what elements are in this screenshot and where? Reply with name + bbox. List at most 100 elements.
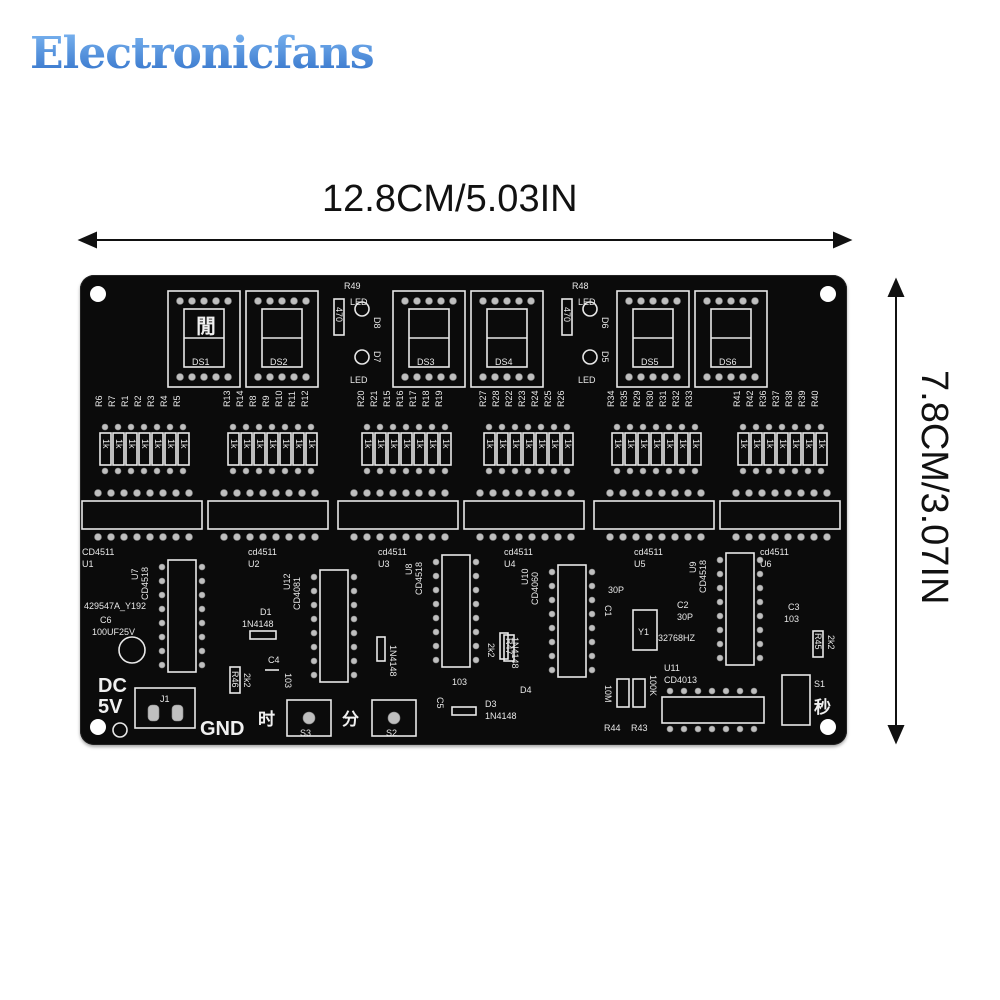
pin-pad [432, 600, 440, 608]
pin-pad [432, 656, 440, 664]
resistor-value: 1k [791, 439, 801, 449]
resistor-value: 1k [294, 439, 304, 449]
ic-outline [441, 554, 471, 668]
pin-pad [745, 533, 753, 541]
resistor-outline [164, 432, 177, 466]
resistor-value: 1k [428, 439, 438, 449]
resistor-value: 1k [765, 439, 775, 449]
pin-pad [548, 638, 556, 646]
resistor-value: 1k [363, 439, 373, 449]
pin-pad [528, 489, 536, 497]
resistor-ref: R10 [274, 390, 284, 407]
resistor-value: 1k [511, 439, 521, 449]
display-label: DS2 [270, 357, 288, 367]
pin-pad [716, 640, 724, 648]
pin-pad [771, 489, 779, 497]
pin-pad [502, 533, 510, 541]
button-s2-cap [387, 711, 401, 725]
diode-d2-part: 1N4148 [388, 645, 398, 677]
pin-pad [791, 467, 799, 475]
pin-pad [645, 533, 653, 541]
resistor-outline [624, 432, 637, 466]
mounting-hole [90, 286, 106, 302]
resistor-outline [676, 432, 689, 466]
pin-pad [472, 572, 480, 580]
pin-pad [658, 489, 666, 497]
pin-pad [472, 628, 480, 636]
pin-pad [254, 373, 262, 381]
pin-pad [637, 297, 645, 305]
led-label: LED [578, 297, 596, 307]
pin-pad [697, 489, 705, 497]
pin-pad [415, 423, 423, 431]
resistor-value: 1k [613, 439, 623, 449]
mounting-hole [90, 719, 106, 735]
pin-pad [498, 467, 506, 475]
pin-pad [563, 467, 571, 475]
pin-pad [625, 297, 633, 305]
cap-c5-value: 103 [452, 677, 467, 687]
resistor-value: 1k [498, 439, 508, 449]
resistor-ref: R12 [300, 390, 310, 407]
seven-seg-display-2: DS2 [245, 290, 319, 388]
cap-c2-ref: C2 [677, 600, 689, 610]
power-section: 429547A_Y192 C6 100UF25V DC 5V J1 GND [84, 601, 244, 740]
pin-pad [680, 687, 688, 695]
pin-pad [588, 610, 596, 618]
button-s3-outline [286, 699, 332, 737]
pin-pad [198, 619, 206, 627]
led-label: LED [350, 297, 368, 307]
pin-pad [541, 533, 549, 541]
pin-pad [127, 467, 135, 475]
pin-pad [671, 489, 679, 497]
driver-ic-ref: U2 [248, 559, 260, 569]
diode-d4-ref: D4 [520, 685, 532, 695]
driver-ic-ref: U6 [760, 559, 772, 569]
resistor-ref: R2 [133, 395, 143, 407]
resistor-outline [763, 432, 776, 466]
power-jack-outline [134, 687, 196, 729]
pin-pad [756, 584, 764, 592]
resistor-value: 1k [281, 439, 291, 449]
pin-pad [229, 423, 237, 431]
pin-pad [198, 647, 206, 655]
pin-pad [278, 297, 286, 305]
resistor-ref: R34 [606, 390, 616, 407]
pin-pad [350, 657, 358, 665]
resistor-ref: R18 [421, 390, 431, 407]
pin-pad [198, 661, 206, 669]
pin-pad [472, 600, 480, 608]
driver-ic-part: cd4511 [378, 547, 407, 557]
display-outline [470, 290, 544, 388]
pin-pad [114, 467, 122, 475]
pin-pad [666, 725, 674, 733]
pin-pad [200, 373, 208, 381]
diode-d2-outline [376, 636, 386, 662]
resistor-ref: R33 [684, 390, 694, 407]
pin-pad [233, 533, 241, 541]
power-voltage: 5V [98, 696, 123, 718]
driver-ic-outline [337, 500, 459, 530]
pin-pad [626, 423, 634, 431]
pin-pad [804, 423, 812, 431]
pin-pad [684, 533, 692, 541]
pin-pad [140, 467, 148, 475]
pin-pad [432, 572, 440, 580]
resistor-ref: R3 [146, 395, 156, 407]
resistor-ref: R31 [658, 390, 668, 407]
diode-d3-outline [451, 706, 477, 716]
pin-pad [158, 577, 166, 585]
cap-c1: 30P C1 [603, 585, 624, 617]
pin-pad [441, 533, 449, 541]
pin-pad [716, 654, 724, 662]
driver-ic-part: CD4511 [82, 547, 114, 557]
pin-pad [185, 533, 193, 541]
diode-d2: 1N4148 [376, 636, 398, 677]
resistor-r46-value: 2k2 [242, 673, 252, 688]
resistor-value: 1k [691, 439, 701, 449]
resistor-value: 1k [114, 439, 124, 449]
pin-pad [537, 467, 545, 475]
pin-pad [588, 638, 596, 646]
